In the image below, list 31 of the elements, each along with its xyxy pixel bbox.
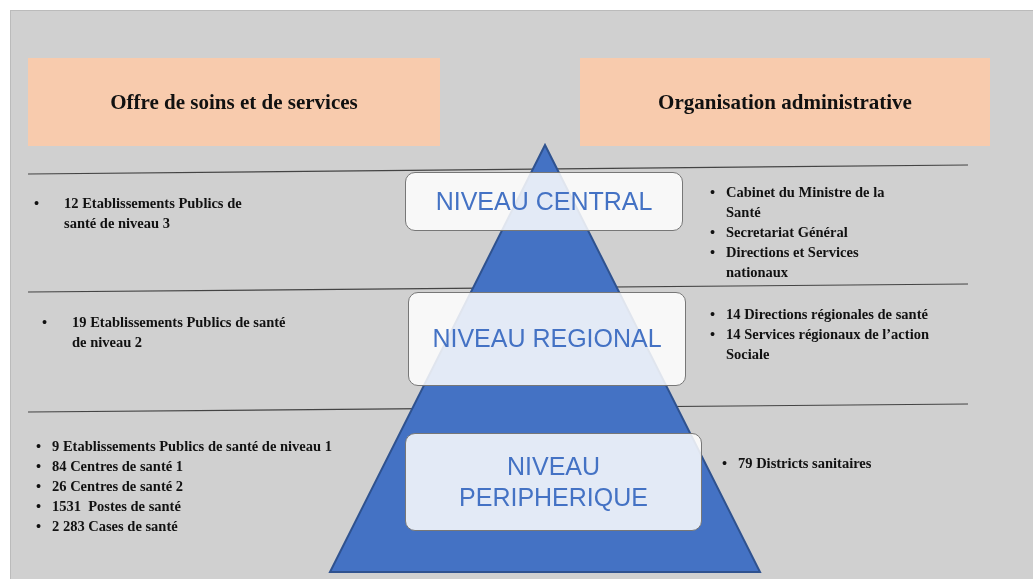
bullet-mark: • bbox=[36, 477, 43, 496]
bullet-mark: • bbox=[710, 305, 717, 324]
bullet-text: 9 Etablissements Publics de santé de niveau 1 bbox=[52, 437, 332, 456]
level-box: NIVEAU REGIONAL bbox=[408, 292, 686, 386]
bullet-text: 84 Centres de santé 1 bbox=[52, 457, 184, 476]
bullet-text: Cabinet du Ministre de la Santé bbox=[726, 183, 886, 222]
bullet-mark: • bbox=[710, 325, 717, 344]
bullet-mark: • bbox=[36, 437, 43, 456]
bullet-mark: • bbox=[710, 223, 717, 242]
bullet-mark: • bbox=[34, 194, 41, 213]
bullet-mark: • bbox=[710, 183, 717, 202]
bullet-text: Directions et Services nationaux bbox=[726, 243, 860, 282]
header-box: Organisation administrative bbox=[580, 58, 990, 146]
level-box: NIVEAU PERIPHERIQUE bbox=[405, 433, 702, 531]
level-box: NIVEAU CENTRAL bbox=[405, 172, 683, 231]
bullet-text: 12 Etablissements Publics de santé de niveau 3 bbox=[64, 194, 243, 233]
bullet-mark: • bbox=[36, 497, 43, 516]
bullet-text: 14 Directions régionales de santé bbox=[726, 305, 928, 324]
bullet-mark: • bbox=[710, 243, 717, 262]
bullet-text: 26 Centres de santé 2 bbox=[52, 477, 184, 496]
bullet-mark: • bbox=[722, 454, 729, 473]
bullet-text: 79 Districts sanitaires bbox=[738, 454, 872, 473]
bullet-mark: • bbox=[42, 313, 49, 332]
bullet-text: 1531 Postes de santé bbox=[52, 497, 181, 516]
bullet-text: Secretariat Général bbox=[726, 223, 848, 242]
bullet-text: 19 Etablissements Publics de santé de niveau 2 bbox=[72, 313, 287, 352]
bullet-mark: • bbox=[36, 457, 43, 476]
bullet-text: 14 Services régionaux de l’action Sociale bbox=[726, 325, 930, 364]
bullet-mark: • bbox=[36, 517, 43, 536]
bullet-text: 2 283 Cases de santé bbox=[52, 517, 178, 536]
header-box: Offre de soins et de services bbox=[28, 58, 440, 146]
